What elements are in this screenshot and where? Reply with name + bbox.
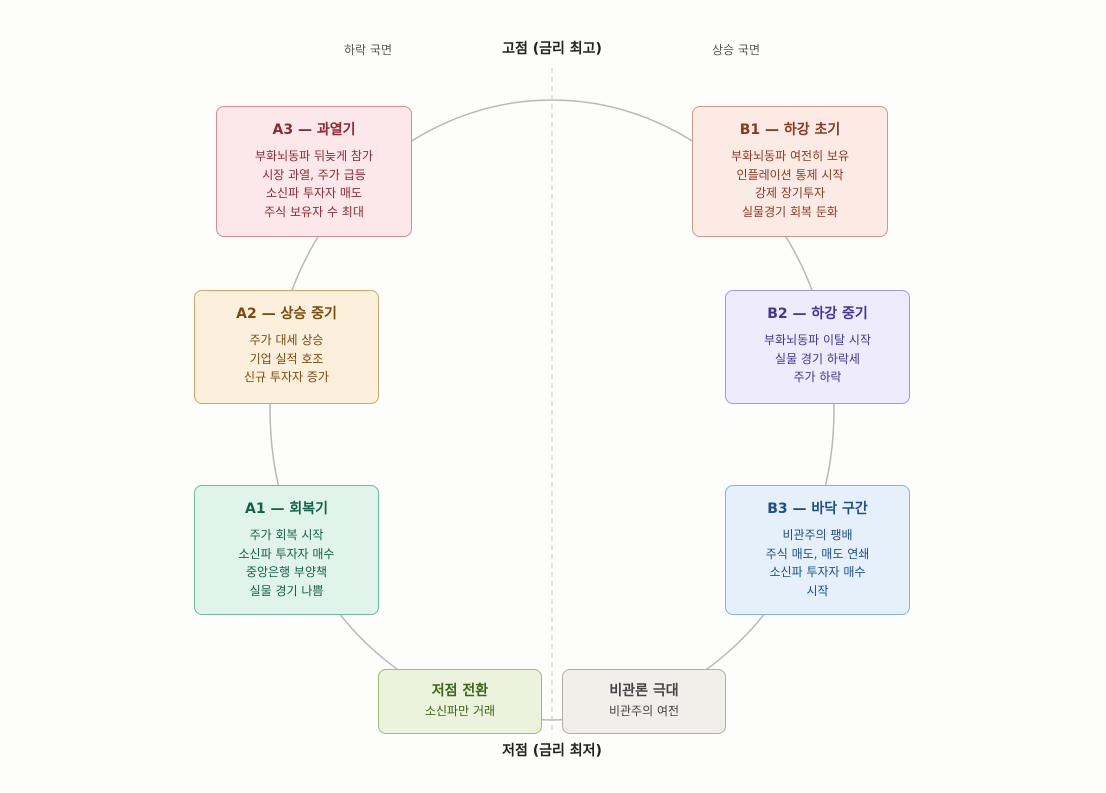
node-b2-line: 실물 경기 하락세 bbox=[775, 351, 860, 366]
node-a3-overheating: A3 — 과열기 부화뇌동파 뒤늦게 참가 시장 과열, 주가 급등 소신파 투… bbox=[216, 106, 412, 237]
node-pessimism-line: 비관주의 여전 bbox=[608, 704, 680, 718]
node-b1-line: 부화뇌동파 여전히 보유 bbox=[730, 149, 850, 163]
node-b1-line: 인플레이션 통제 시작 bbox=[736, 167, 844, 182]
node-b1-line: 실물경기 회복 둔화 bbox=[742, 204, 838, 219]
falling-phase-label: 하락 국면 bbox=[344, 43, 392, 57]
node-a2-line: 주가 대세 상승 bbox=[249, 333, 324, 347]
node-a1-recovery: A1 — 회복기 주가 회복 시작 소신파 투자자 매수 중앙은행 부양책 실물… bbox=[194, 485, 379, 615]
node-b1-early-decline: B1 — 하강 초기 부화뇌동파 여전히 보유 인플레이션 통제 시작 강제 장… bbox=[692, 106, 888, 237]
node-max-pessimism: 비관론 극대 비관주의 여전 bbox=[562, 669, 726, 734]
node-a3-line: 소신파 투자자 매도 bbox=[266, 186, 362, 200]
node-trough-turn: 저점 전환 소신파만 거래 bbox=[378, 669, 542, 734]
node-b2-title: B2 — 하강 중기 bbox=[767, 306, 868, 322]
node-a1-title: A1 — 회복기 bbox=[245, 501, 328, 517]
node-b1-title: B1 — 하강 초기 bbox=[739, 122, 841, 138]
node-b3-line: 주식 매도, 매도 연쇄 bbox=[765, 546, 870, 561]
peak-label: 고점 (금리 최고) bbox=[502, 41, 602, 57]
node-a2-title: A2 — 상승 중기 bbox=[236, 306, 337, 322]
rising-phase-label: 상승 국면 bbox=[712, 43, 760, 57]
node-a2-line: 기업 실적 호조 bbox=[249, 351, 324, 366]
node-a1-line: 주가 회복 시작 bbox=[249, 528, 324, 542]
node-trough-title: 저점 전환 bbox=[431, 683, 489, 699]
node-a3-line: 시장 과열, 주가 급등 bbox=[262, 167, 366, 182]
node-b3-line: 소신파 투자자 매수 bbox=[769, 565, 866, 579]
node-a3-title: A3 — 과열기 bbox=[272, 122, 356, 138]
node-trough-line: 소신파만 거래 bbox=[424, 704, 496, 718]
node-b1-line: 강제 장기투자 bbox=[754, 186, 826, 200]
node-a2-mid-rise: A2 — 상승 중기 주가 대세 상승 기업 실적 호조 신규 투자자 증가 bbox=[194, 290, 379, 404]
node-a3-line: 부화뇌동파 뒤늦게 참가 bbox=[254, 149, 374, 163]
node-b3-line: 비관주의 팽배 bbox=[782, 528, 853, 542]
node-b3-line: 시작 bbox=[806, 583, 829, 598]
node-b2-line: 주가 하락 bbox=[793, 370, 842, 384]
node-pessimism-title: 비관론 극대 bbox=[609, 683, 679, 699]
node-a2-line: 신규 투자자 증가 bbox=[244, 370, 329, 384]
trough-label: 저점 (금리 최저) bbox=[502, 743, 602, 759]
node-a3-line: 주식 보유자 수 최대 bbox=[264, 204, 364, 219]
node-b3-bottom-zone: B3 — 바닥 구간 비관주의 팽배 주식 매도, 매도 연쇄 소신파 투자자 … bbox=[725, 485, 910, 615]
node-a1-line: 소신파 투자자 매수 bbox=[238, 546, 335, 561]
node-b2-mid-decline: B2 — 하강 중기 부화뇌동파 이탈 시작 실물 경기 하락세 주가 하락 bbox=[725, 290, 910, 404]
node-b3-title: B3 — 바닥 구간 bbox=[767, 501, 868, 517]
node-a1-line: 중앙은행 부양책 bbox=[245, 565, 328, 579]
node-b2-line: 부화뇌동파 이탈 시작 bbox=[764, 333, 871, 347]
node-a1-line: 실물 경기 나쁨 bbox=[249, 583, 324, 598]
